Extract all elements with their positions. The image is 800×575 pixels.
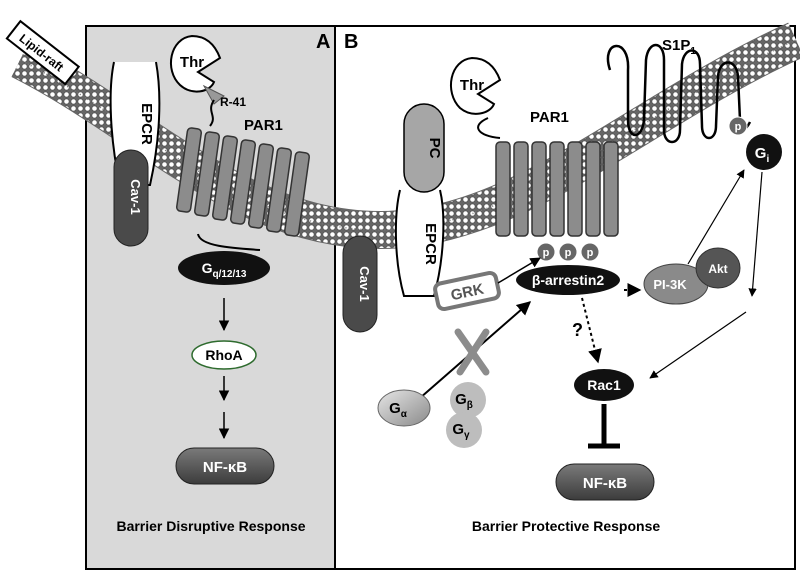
b-rac1: Rac1	[574, 369, 634, 401]
svg-text:NF-κB: NF-κB	[203, 459, 247, 476]
panel-b-letter: B	[344, 31, 358, 53]
b-protein-c: PC	[403, 103, 445, 193]
svg-text:RhoA: RhoA	[205, 347, 242, 363]
svg-text:Gβ: Gβ	[455, 391, 473, 411]
svg-text:PI-3K: PI-3K	[653, 277, 687, 292]
a-par1-label: PAR1	[244, 117, 283, 134]
a-r41-site	[202, 84, 225, 105]
b-pi3k: PI-3K	[643, 263, 709, 305]
b-par1-receptor	[495, 141, 619, 237]
b-arrow-gi-down	[748, 171, 763, 297]
b-gi-protein: Gi	[746, 134, 782, 170]
b-par1-label: PAR1	[530, 109, 569, 126]
svg-text:Gq/12/13: Gq/12/13	[202, 260, 247, 280]
a-rhoa: RhoA	[191, 340, 257, 370]
b-s1p1-label: S1P1	[662, 37, 696, 57]
svg-text:Cav-1: Cav-1	[357, 266, 372, 301]
b-arrow-to-rac1	[649, 311, 747, 379]
b-blocked-x	[454, 328, 490, 376]
b-par1-ntail	[477, 117, 501, 139]
svg-text:Gγ: Gγ	[452, 421, 470, 441]
b-s1p1-phospho: p	[728, 116, 748, 136]
svg-text:p: p	[565, 247, 572, 259]
panel-a-caption: Barrier Disruptive Response	[116, 518, 305, 534]
b-beta-arrestin2: β-arrestin2	[516, 265, 620, 295]
a-r41-label: R-41	[220, 95, 246, 109]
svg-text:NF-κB: NF-κB	[583, 475, 627, 492]
b-g-gamma: Gγ	[446, 412, 482, 448]
a-gq-protein: Gq/12/13	[178, 251, 270, 285]
svg-text:Cav-1: Cav-1	[128, 179, 143, 214]
b-arrow-grk-to-par1	[497, 257, 541, 284]
b-par1-phospho: p p p	[536, 242, 600, 262]
svg-text:p: p	[735, 121, 742, 133]
a-par1-ntail	[209, 99, 215, 127]
b-grk: GRK	[433, 270, 501, 312]
svg-text:p: p	[543, 247, 550, 259]
b-arrow-akt-to-gi	[687, 169, 745, 265]
b-question-mark: ?	[572, 320, 583, 340]
svg-text:β-arrestin2: β-arrestin2	[532, 272, 605, 288]
b-arrow-arrestin-to-rac1	[581, 297, 602, 364]
panel-b-border	[334, 25, 796, 570]
a-nfkb: NF-κB	[175, 447, 275, 485]
b-g-alpha: Gα	[377, 389, 431, 427]
b-nfkb: NF-κB	[555, 463, 655, 501]
b-cav1: Cav-1	[342, 235, 378, 333]
panel-b-caption: Barrier Protective Response	[472, 518, 661, 534]
svg-text:EPCR: EPCR	[422, 223, 439, 265]
svg-text:Thr: Thr	[460, 77, 484, 94]
panel-a-letter: A	[316, 31, 330, 53]
svg-text:EPCR: EPCR	[138, 103, 155, 145]
svg-text:GRK: GRK	[449, 281, 485, 305]
svg-text:Thr: Thr	[180, 54, 204, 71]
svg-text:Akt: Akt	[708, 262, 727, 276]
svg-text:PC: PC	[426, 138, 443, 159]
svg-text:Gi: Gi	[755, 145, 770, 165]
b-g-beta: Gβ	[450, 382, 486, 418]
a-par1-receptor	[175, 127, 311, 237]
a-par1-ctail	[197, 233, 261, 251]
svg-text:Gα: Gα	[389, 400, 408, 420]
b-s1p1-receptor	[606, 43, 752, 144]
svg-text:Rac1: Rac1	[587, 377, 621, 393]
b-epcr: EPCR	[394, 189, 445, 297]
b-akt: Akt	[695, 247, 741, 289]
a-cav1: Cav-1	[113, 149, 149, 247]
svg-text:p: p	[587, 247, 594, 259]
b-thrombin: Thr	[450, 56, 502, 115]
a-thrombin: Thr	[170, 34, 222, 93]
